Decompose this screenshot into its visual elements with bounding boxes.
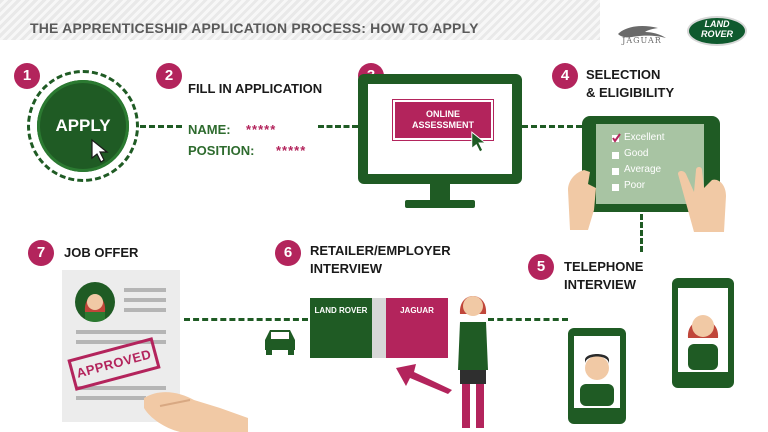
option-poor: Poor: [624, 180, 646, 191]
land-rover-showroom: [310, 298, 372, 358]
jaguar-sign: JAGUAR: [400, 306, 434, 315]
woman-figure-icon: [458, 296, 488, 428]
step-4-number: 4: [552, 63, 578, 89]
name-label: NAME:: [188, 122, 231, 137]
candidate-avatar: [75, 282, 115, 322]
monitor-base: [405, 200, 475, 208]
option-good: Good: [624, 148, 649, 159]
step-6-title-line-1: RETAILER/EMPLOYER: [310, 243, 451, 258]
hand-icon: [144, 392, 248, 432]
woman-avatar-icon: [84, 294, 106, 322]
apply-button-label: APPLY: [55, 116, 111, 135]
land-rover-logo: [687, 16, 747, 46]
checkbox-good[interactable]: [612, 152, 619, 159]
checkbox-excellent[interactable]: [612, 133, 621, 143]
step-6-number: 6: [275, 240, 301, 266]
connector-6-7: [184, 318, 308, 321]
land-rover-logo-text: LAND ROVER: [700, 19, 733, 39]
step-2-number: 2: [156, 63, 182, 89]
step-7-title: JOB OFFER: [64, 245, 139, 260]
document-line: [124, 288, 166, 292]
checkbox-average[interactable]: [612, 168, 619, 175]
apply-ring: [27, 70, 139, 182]
land-rover-sign: LAND ROVER: [314, 306, 368, 315]
apply-button[interactable]: APPLY: [37, 80, 129, 172]
document-line: [124, 298, 166, 302]
monitor-neck: [430, 184, 450, 200]
cursor-icon: [471, 131, 487, 153]
document-line: [124, 308, 166, 312]
jaguar-showroom: [386, 298, 448, 358]
connector-1-2: [140, 125, 182, 128]
step-1-number: 1: [14, 63, 40, 89]
position-label: POSITION:: [188, 143, 255, 158]
connector-2-3: [318, 125, 358, 128]
name-value: *****: [246, 122, 277, 137]
showroom-divider: [372, 298, 386, 358]
assessment-line-1: ONLINE: [425, 109, 460, 119]
step-4-title-line-2: & ELIGIBILITY: [586, 85, 675, 100]
position-value: *****: [276, 143, 307, 158]
document-line: [76, 386, 166, 390]
online-assessment-button[interactable]: ONLINE ASSESSMENT: [392, 99, 494, 141]
arrow-icon: [396, 364, 452, 394]
jaguar-logo-text: JAGUAR: [622, 36, 662, 45]
assessment-line-2: ASSESSMENT: [411, 120, 474, 130]
page-title: THE APPRENTICESHIP APPLICATION PROCESS: …: [30, 20, 479, 36]
cursor-icon: [91, 138, 109, 163]
right-hand-icon: [678, 167, 726, 232]
step-5-title-line-1: TELEPHONE: [564, 259, 644, 274]
header-banner: [0, 0, 600, 40]
man-avatar-icon: [580, 354, 614, 406]
step-5-number: 5: [528, 254, 554, 280]
document-line: [76, 330, 166, 334]
woman-avatar-icon: [687, 315, 719, 370]
step-5-title-line-2: INTERVIEW: [564, 277, 636, 292]
document-line: [76, 340, 166, 344]
step-2-title: FILL IN APPLICATION: [188, 81, 323, 96]
step-7-number: 7: [28, 240, 54, 266]
option-excellent: Excellent: [624, 132, 665, 143]
left-hand-icon: [568, 170, 596, 230]
connector-3-4: [522, 125, 582, 128]
car-icon: [265, 330, 295, 355]
option-average: Average: [624, 164, 662, 175]
jaguar-logo: [618, 26, 666, 38]
document-line: [76, 396, 146, 400]
step-4-title-line-1: SELECTION: [586, 67, 661, 82]
connector-5-6: [488, 318, 568, 321]
connector-4-5: [640, 214, 643, 252]
step-6-title-line-2: INTERVIEW: [310, 261, 382, 276]
checkbox-poor[interactable]: [612, 184, 619, 191]
